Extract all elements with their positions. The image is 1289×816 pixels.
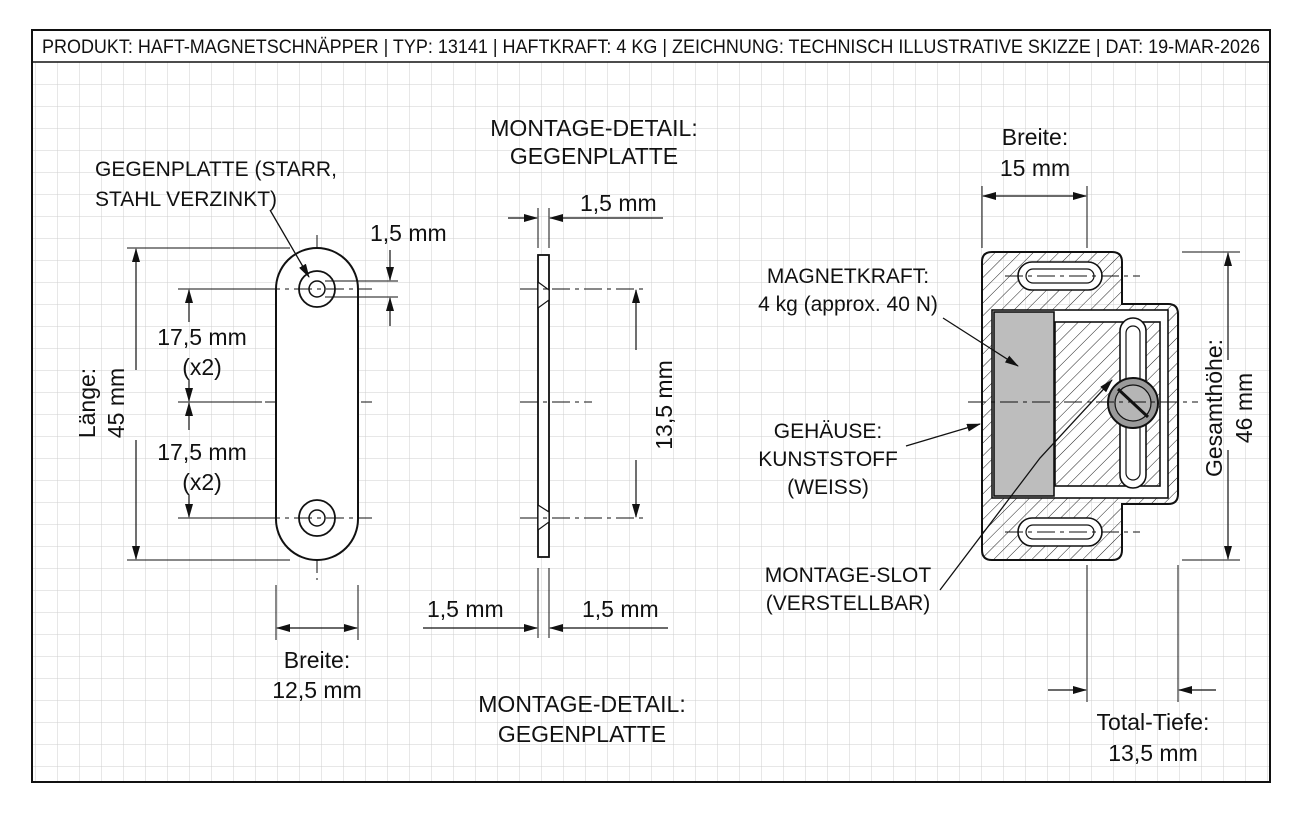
plate-spacing-lower-line1: 17,5 mm bbox=[157, 439, 246, 465]
catch-depth-line2: 13,5 mm bbox=[1108, 740, 1197, 766]
plate-length-line2: 45 mm bbox=[103, 368, 129, 438]
side-title-top-line1: MONTAGE-DETAIL: bbox=[490, 115, 697, 141]
catch-width-line1: Breite: bbox=[1002, 124, 1068, 150]
plate-spacing-upper-line1: 17,5 mm bbox=[157, 324, 246, 350]
magnet-label-line1: MAGNETKRAFT: bbox=[767, 265, 929, 288]
catch-width-line2: 15 mm bbox=[1000, 155, 1070, 181]
strike-plate-view: GEGENPLATTE (STARR, STAHL VERZINKT) 1,5 … bbox=[74, 158, 447, 703]
screw-slot bbox=[1116, 387, 1150, 419]
plate-length-line1: Länge: bbox=[74, 368, 100, 438]
slot-label-line1: MONTAGE-SLOT bbox=[765, 564, 932, 587]
housing-leader bbox=[905, 423, 981, 447]
side-height-dim: 13,5 mm bbox=[651, 360, 677, 449]
plate-spacing-upper-line2: (x2) bbox=[182, 354, 222, 380]
magnet-leader bbox=[942, 317, 1019, 367]
side-plate-section bbox=[537, 254, 550, 558]
side-title-top-line2: GEGENPLATTE bbox=[510, 143, 678, 169]
side-bottom-left-dim: 1,5 mm bbox=[427, 596, 504, 622]
magnet-block bbox=[993, 311, 1055, 497]
slot-label-line2: (VERSTELLBAR) bbox=[766, 592, 931, 615]
strike-plate-outline bbox=[275, 247, 359, 561]
magnet-catch-view: Breite: 15 mm MAGNETKRAFT: 4 kg (approx.… bbox=[758, 124, 1257, 766]
slot-leader bbox=[939, 379, 1113, 591]
plate-callout-line1: GEGENPLATTE (STARR, bbox=[95, 158, 337, 181]
plate-spacing-lower-line2: (x2) bbox=[182, 469, 222, 495]
housing-label-line2: KUNSTSTOFF bbox=[758, 448, 898, 471]
header-title: PRODUKT: HAFT-MAGNETSCHNÄPPER | TYP: 131… bbox=[42, 37, 1260, 58]
side-thickness-top: 1,5 mm bbox=[580, 190, 657, 216]
drawing-frame bbox=[31, 29, 1271, 783]
magnet-label-line2: 4 kg (approx. 40 N) bbox=[758, 293, 938, 316]
housing-label-line3: (WEISS) bbox=[787, 476, 869, 499]
plate-hole-dim: 1,5 mm bbox=[370, 220, 447, 246]
plate-callout-line2: STAHL VERZINKT) bbox=[95, 188, 277, 211]
side-detail-view: MONTAGE-DETAIL: GEGENPLATTE 1,5 mm 13,5 … bbox=[423, 115, 698, 747]
side-title-bottom-line1: MONTAGE-DETAIL: bbox=[478, 691, 685, 717]
catch-depth-line1: Total-Tiefe: bbox=[1097, 709, 1210, 735]
plate-width-line1: Breite: bbox=[284, 647, 350, 673]
side-bottom-right-dim: 1,5 mm bbox=[582, 596, 659, 622]
side-title-bottom-line2: GEGENPLATTE bbox=[498, 721, 666, 747]
plate-callout-leader bbox=[269, 209, 310, 278]
housing-label-line1: GEHÄUSE: bbox=[774, 420, 883, 443]
catch-height-line1: Gesamthöhe: bbox=[1201, 339, 1227, 477]
plate-width-line2: 12,5 mm bbox=[272, 677, 361, 703]
catch-height-line2: 46 mm bbox=[1231, 373, 1257, 443]
